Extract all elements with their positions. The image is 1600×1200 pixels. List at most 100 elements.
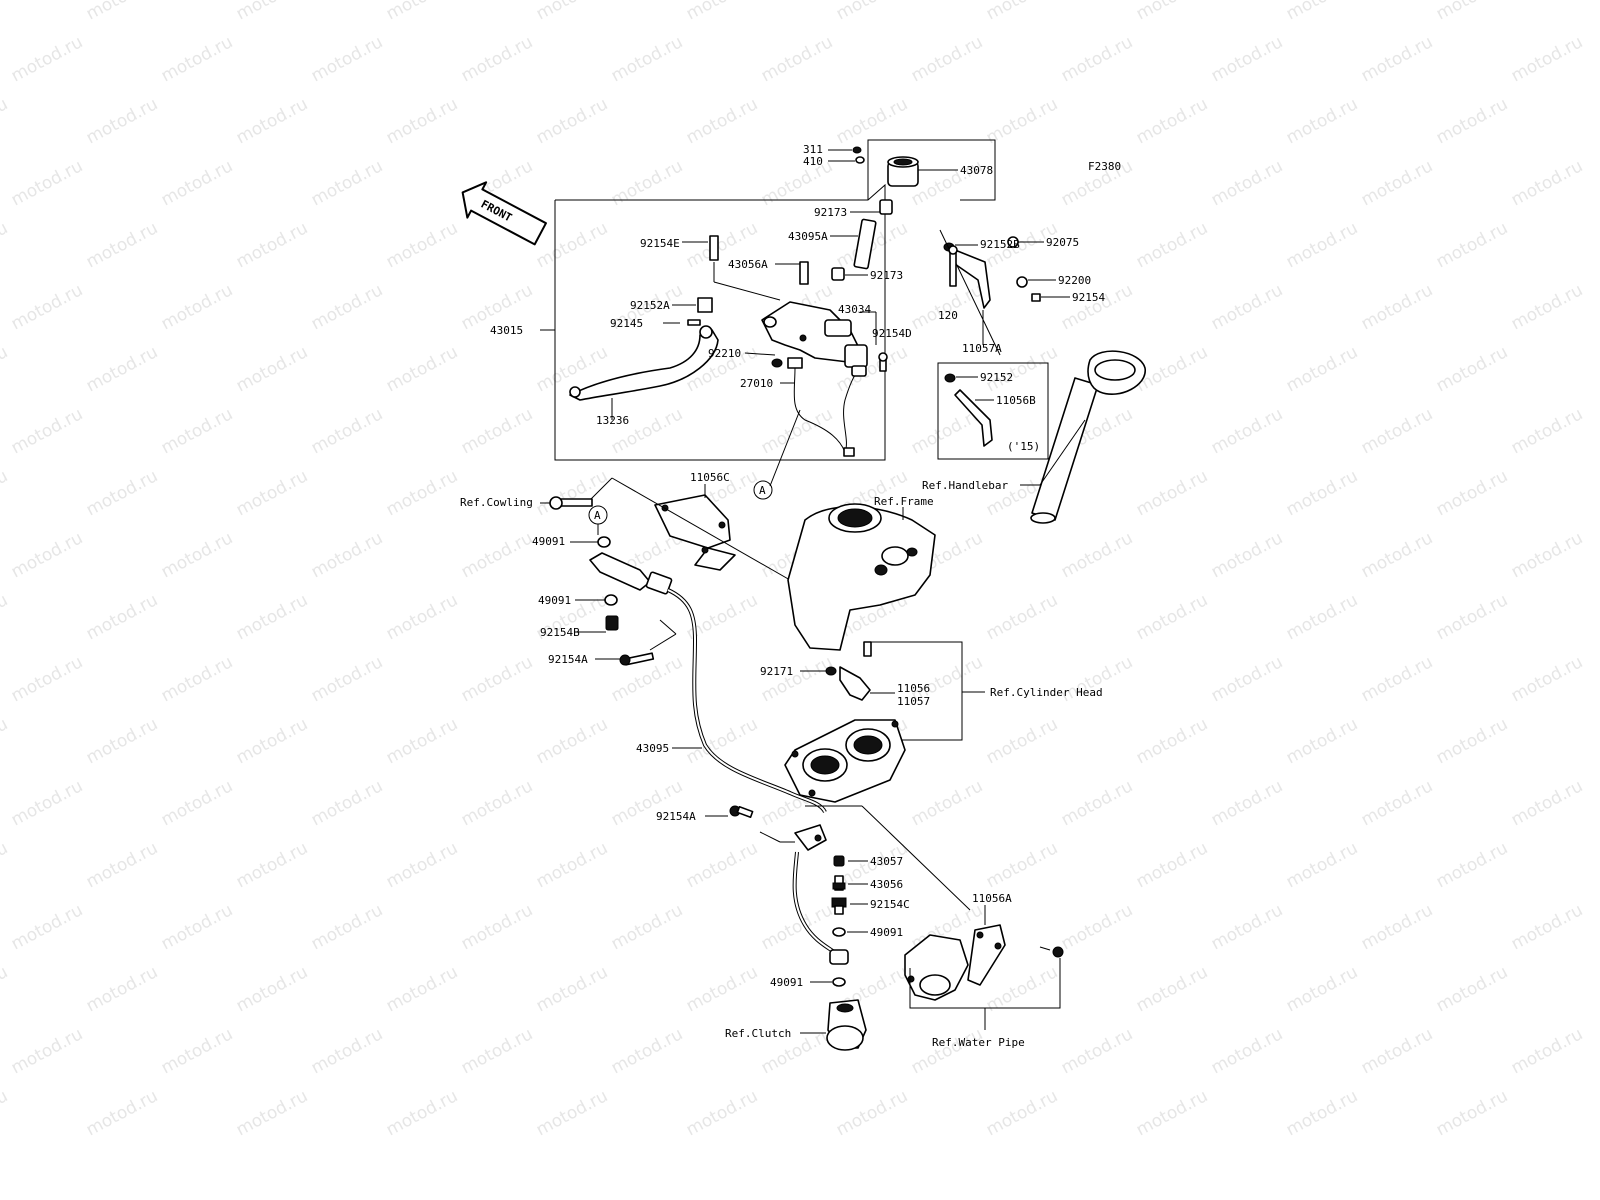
watermark-text: motod.ru [908, 280, 986, 334]
clamp-92173-upper [879, 199, 893, 215]
watermark-text: motod.ru [1433, 94, 1511, 148]
frame-headstock [787, 503, 936, 651]
part-labels: 311 410 43078 92173 92152B 43095A 92154E… [490, 143, 1105, 989]
watermark-text: motod.ru [908, 1024, 986, 1078]
watermark-text: motod.ru [8, 528, 86, 582]
hose-43095a [853, 218, 877, 270]
watermark-text: motod.ru [83, 466, 161, 520]
watermark-text: motod.ru [608, 900, 686, 954]
watermark-text: motod.ru [308, 776, 386, 830]
watermark-text: motod.ru [308, 1024, 386, 1078]
watermark-text: motod.ru [233, 94, 311, 148]
label-43034: 43034 [838, 303, 871, 316]
label-311: 311 [803, 143, 823, 156]
clutch-hose-43095 [667, 588, 827, 814]
watermark-text: motod.ru [158, 900, 236, 954]
watermark-text: motod.ru [1283, 94, 1361, 148]
watermark-text: motod.ru [1508, 156, 1586, 210]
watermark-text: motod.ru [1208, 776, 1286, 830]
bracket-11056b-box [937, 362, 1049, 460]
watermark-text: motod.ru [1133, 590, 1211, 644]
watermark-text: motod.ru [683, 838, 761, 892]
bolt-water-pipe [1039, 946, 1064, 958]
label-49091-b: 49091 [538, 594, 571, 607]
label-120: 120 [938, 309, 958, 322]
ref-circle-a-upper: A [753, 480, 773, 500]
label-92154c: 92154C [870, 898, 910, 911]
watermark-text: motod.ru [1283, 342, 1361, 396]
watermark-text: motod.ru [1358, 776, 1436, 830]
ref-frame: Ref.Frame [874, 495, 934, 508]
watermark-text: motod.ru [1058, 900, 1136, 954]
watermark-text: motod.ru [1208, 404, 1286, 458]
watermark-text: motod.ru [758, 32, 836, 86]
watermark-text: motod.ru [908, 776, 986, 830]
label-43015: 43015 [490, 324, 523, 337]
label-92075: 92075 [1046, 236, 1079, 249]
watermark-text: motod.ru [758, 404, 836, 458]
watermark-text: motod.ru [1433, 466, 1511, 520]
watermark-text: motod.ru [833, 0, 911, 24]
cap-43057 [833, 855, 845, 867]
switch-27010 [787, 357, 867, 457]
label-11057a: 11057A [962, 342, 1002, 355]
washer-49091-a [597, 536, 611, 548]
watermark-text: motod.ru [1208, 280, 1286, 334]
watermark-text: motod.ru [1283, 590, 1361, 644]
label-92173-upper: 92173 [814, 206, 847, 219]
label-92154a-upper: 92154A [548, 653, 588, 666]
svg-text:A: A [594, 509, 601, 522]
watermark-text: motod.ru [1433, 218, 1511, 272]
watermark-text: motod.ru [1358, 280, 1436, 334]
clamp-92173-lower [831, 267, 845, 281]
watermark-text: motod.ru [1133, 962, 1211, 1016]
watermark-text: motod.ru [1133, 218, 1211, 272]
watermark-text: motod.ru [8, 404, 86, 458]
watermark-text: motod.ru [1433, 962, 1511, 1016]
watermark-text: motod.ru [383, 0, 461, 24]
bolt-92154 [1031, 293, 1041, 302]
watermark-text: motod.ru [1058, 776, 1136, 830]
watermark-text: motod.ru [83, 342, 161, 396]
nut-311 [852, 146, 862, 154]
watermark-text: motod.ru [308, 404, 386, 458]
watermark-text: motod.ru [983, 1086, 1061, 1140]
label-43057: 43057 [870, 855, 903, 868]
nut-92171 [825, 666, 837, 676]
ref-circle-a-lower: A [588, 505, 608, 525]
label-92200: 92200 [1058, 274, 1091, 287]
watermark-text: motod.ru [83, 1086, 161, 1140]
watermark-text: motod.ru [1058, 1024, 1136, 1078]
watermark-text: motod.ru [383, 94, 461, 148]
watermark-text: motod.ru [158, 156, 236, 210]
label-27010: 27010 [740, 377, 773, 390]
bolt-92154d [878, 352, 888, 372]
pin-92154e [709, 235, 719, 261]
bolt-cyl-head [863, 641, 872, 657]
watermark-text: motod.ru [1283, 1086, 1361, 1140]
watermark-text: motod.ru [533, 962, 611, 1016]
watermark-text: motod.ru [308, 280, 386, 334]
watermark-text: motod.ru [233, 0, 311, 24]
bracket-11056a [967, 924, 1006, 986]
watermark-text: motod.ru [1283, 962, 1361, 1016]
watermark-text: motod.ru [1508, 404, 1586, 458]
watermark-text: motod.ru [83, 94, 161, 148]
watermark-text: motod.ru [1433, 342, 1511, 396]
watermark-text: motod.ru [1208, 528, 1286, 582]
watermark-text: motod.ru [233, 838, 311, 892]
watermark-text: motod.ru [533, 838, 611, 892]
watermark-text: motod.ru [1508, 776, 1586, 830]
watermark-text: motod.ru [833, 1086, 911, 1140]
watermark-text: motod.ru [758, 652, 836, 706]
watermark-text: motod.ru [233, 714, 311, 768]
watermark-text: motod.ru [1283, 218, 1361, 272]
label-92210: 92210 [708, 347, 741, 360]
watermark-text: motod.ru [908, 32, 986, 86]
label-43056a: 43056A [728, 258, 768, 271]
watermark-text: motod.ru [983, 590, 1061, 644]
watermark-text: motod.ru [1508, 1024, 1586, 1078]
bracket-11056-11057 [839, 666, 871, 701]
watermark-text: motod.ru [1508, 652, 1586, 706]
watermark-text: motod.ru [0, 590, 11, 644]
